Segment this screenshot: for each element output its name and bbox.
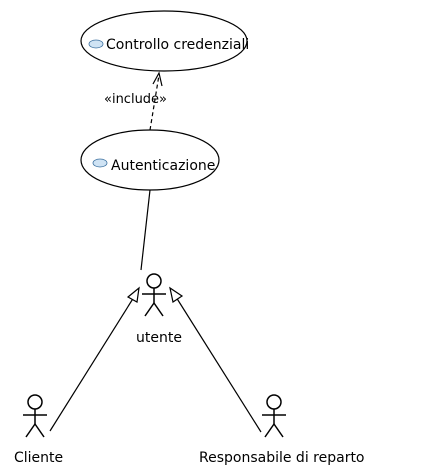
actor-cliente[interactable]: Cliente <box>14 394 63 466</box>
use-case-controllo-credenziali[interactable]: Controllo credenziali <box>80 10 249 72</box>
actor-label-responsabile: Responsabile di reparto <box>199 450 365 466</box>
use-case-autenticazione[interactable]: Autenticazione <box>80 129 220 191</box>
use-case-icon <box>92 158 108 168</box>
actor-head <box>146 273 162 289</box>
include-relation[interactable]: «include» <box>104 71 167 131</box>
actor-utente[interactable]: utente <box>136 273 182 346</box>
actor-label-utente: utente <box>136 330 182 346</box>
use-case-label-autenticazione: Autenticazione <box>111 158 215 174</box>
actor-responsabile-di-reparto[interactable]: Responsabile di reparto <box>199 394 365 466</box>
generalization-arrow-icon <box>126 286 140 303</box>
generalization-responsabile-utente[interactable] <box>169 286 262 433</box>
use-case-icon <box>88 39 104 49</box>
actor-head <box>266 394 282 410</box>
generalization-arrow-icon <box>169 286 184 303</box>
generalization-cliente-utente[interactable] <box>49 286 140 432</box>
use-case-label-controllo-credenziali: Controllo credenziali <box>106 37 249 53</box>
association-utente-autenticazione[interactable] <box>140 189 151 271</box>
include-stereotype-label: «include» <box>104 92 167 107</box>
open-arrow-icon <box>152 71 163 87</box>
actor-head <box>27 394 43 410</box>
actor-label-cliente: Cliente <box>14 450 63 466</box>
